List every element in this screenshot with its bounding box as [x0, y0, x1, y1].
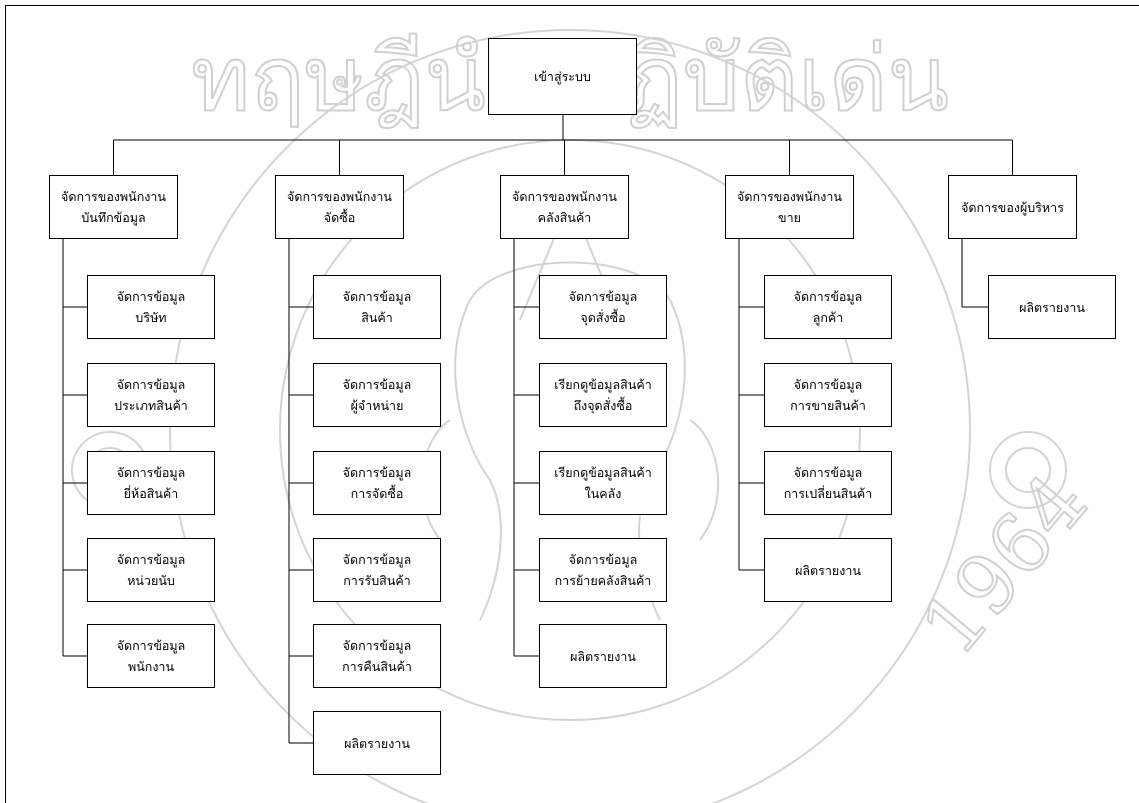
- category-box-2: จัดการของพนักงานจัดซื้อ: [275, 175, 404, 239]
- subtask-box-2-6: ผลิตรายงาน: [313, 711, 441, 775]
- category-box-4: จัดการของพนักงานขาย: [725, 175, 854, 239]
- subtask-box-2-2-line2: ผู้จำหน่าย: [350, 398, 404, 413]
- category-box-2-line2: จัดซื้อ: [323, 210, 356, 225]
- subtask-box-1-5-line2: พนักงาน: [127, 659, 174, 674]
- subtask-box-2-1-line2: สินค้า: [361, 310, 393, 325]
- subtask-box-4-4-line1: ผลิตรายงาน: [795, 562, 861, 578]
- subtask-box-4-2: จัดการข้อมูลการขายสินค้า: [764, 363, 892, 427]
- subtask-box-5-1: ผลิตรายงาน: [988, 275, 1116, 339]
- category-box-3-line1: จัดการของพนักงาน: [512, 189, 617, 204]
- category-box-2-line1: จัดการของพนักงาน: [287, 189, 392, 204]
- root-node-label: เข้าสู่ระบบ: [534, 69, 591, 84]
- subtask-box-3-4-line1: จัดการข้อมูล: [568, 552, 638, 567]
- subtask-box-3-1-line1: จัดการข้อมูล: [568, 289, 638, 304]
- subtask-box-1-1-line1: จัดการข้อมูล: [116, 289, 186, 304]
- subtask-box-2-4-line1: จัดการข้อมูล: [342, 552, 412, 567]
- category-box-3-line2: คลังสินค้า: [537, 210, 592, 225]
- category-box-1-line2: บันทึกข้อมูล: [81, 210, 146, 225]
- subtask-box-1-4: จัดการข้อมูลหน่วยนับ: [87, 538, 215, 602]
- subtask-box-2-5: จัดการข้อมูลการคืนสินค้า: [313, 624, 441, 688]
- subtask-box-3-3-line1: เรียกดูข้อมูลสินค้า: [554, 465, 652, 480]
- subtask-box-3-3: เรียกดูข้อมูลสินค้าในคลัง: [539, 451, 667, 515]
- subtask-box-1-4-line2: หน่วยนับ: [127, 573, 175, 588]
- subtask-box-2-4: จัดการข้อมูลการรับสินค้า: [313, 538, 441, 602]
- subtask-box-4-3: จัดการข้อมูลการเปลี่ยนสินค้า: [764, 451, 892, 515]
- category-box-5: จัดการของผู้บริหาร: [948, 175, 1077, 239]
- root-node-login: เข้าสู่ระบบ: [488, 38, 637, 115]
- subtask-box-4-2-line1: จัดการข้อมูล: [793, 377, 863, 392]
- subtask-box-3-3-line2: ในคลัง: [584, 486, 622, 501]
- subtask-box-2-2: จัดการข้อมูลผู้จำหน่าย: [313, 363, 441, 427]
- subtask-box-2-3-line2: การจัดซื้อ: [350, 486, 404, 501]
- subtask-box-4-1: จัดการข้อมูลลูกค้า: [764, 275, 892, 339]
- subtask-box-3-5-line1: ผลิตรายงาน: [570, 648, 636, 664]
- subtask-box-3-2: เรียกดูข้อมูลสินค้าถึงจุดสั่งซื้อ: [539, 363, 667, 427]
- subtask-box-1-2: จัดการข้อมูลประเภทสินค้า: [87, 363, 215, 427]
- subtask-box-4-3-line2: การเปลี่ยนสินค้า: [783, 486, 873, 501]
- category-box-1-line1: จัดการของพนักงาน: [61, 189, 166, 204]
- category-box-4-line1: จัดการของพนักงาน: [737, 189, 842, 204]
- subtask-box-1-1: จัดการข้อมูลบริษัท: [87, 275, 215, 339]
- subtask-box-2-4-line2: การรับสินค้า: [343, 573, 411, 588]
- subtask-box-3-2-line2: ถึงจุดสั่งซื้อ: [573, 398, 633, 413]
- subtask-box-1-3-line2: ยี่ห้อสินค้า: [123, 486, 179, 501]
- subtask-box-1-4-line1: จัดการข้อมูล: [116, 552, 186, 567]
- category-box-4-line2: ขาย: [778, 210, 801, 225]
- subtask-box-3-4: จัดการข้อมูลการย้ายคลังสินค้า: [539, 538, 667, 602]
- subtask-box-1-5-line1: จัดการข้อมูล: [116, 638, 186, 653]
- subtask-box-1-1-line2: บริษัท: [135, 310, 167, 325]
- subtask-box-1-2-line2: ประเภทสินค้า: [114, 398, 188, 413]
- subtask-box-3-1-line2: จุดสั่งซื้อ: [580, 310, 626, 325]
- subtask-box-3-5: ผลิตรายงาน: [539, 624, 667, 688]
- category-box-1: จัดการของพนักงานบันทึกข้อมูล: [49, 175, 178, 239]
- subtask-box-2-5-line1: จัดการข้อมูล: [342, 638, 412, 653]
- subtask-box-1-5: จัดการข้อมูลพนักงาน: [87, 624, 215, 688]
- category-box-5-line1: จัดการของผู้บริหาร: [961, 199, 1064, 215]
- subtask-box-4-1-line2: ลูกค้า: [812, 310, 844, 325]
- subtask-box-2-1-line1: จัดการข้อมูล: [342, 289, 412, 304]
- subtask-box-4-1-line1: จัดการข้อมูล: [793, 289, 863, 304]
- subtask-box-3-1: จัดการข้อมูลจุดสั่งซื้อ: [539, 275, 667, 339]
- subtask-box-4-3-line1: จัดการข้อมูล: [793, 465, 863, 480]
- subtask-box-3-2-line1: เรียกดูข้อมูลสินค้า: [554, 377, 652, 392]
- category-box-3: จัดการของพนักงานคลังสินค้า: [500, 175, 629, 239]
- subtask-box-3-4-line2: การย้ายคลังสินค้า: [554, 573, 652, 588]
- subtask-box-4-2-line2: การขายสินค้า: [790, 398, 866, 413]
- subtask-box-1-3-line1: จัดการข้อมูล: [116, 465, 186, 480]
- subtask-box-2-3: จัดการข้อมูลการจัดซื้อ: [313, 451, 441, 515]
- subtask-box-2-3-line1: จัดการข้อมูล: [342, 465, 412, 480]
- subtask-box-2-5-line2: การคืนสินค้า: [342, 659, 412, 674]
- subtask-box-5-1-line1: ผลิตรายงาน: [1019, 299, 1085, 315]
- subtask-box-2-6-line1: ผลิตรายงาน: [344, 735, 410, 751]
- subtask-box-4-4: ผลิตรายงาน: [764, 538, 892, 602]
- subtask-box-1-2-line1: จัดการข้อมูล: [116, 377, 186, 392]
- subtask-box-1-3: จัดการข้อมูลยี่ห้อสินค้า: [87, 451, 215, 515]
- diagram-frame: [5, 5, 1139, 803]
- subtask-box-2-2-line1: จัดการข้อมูล: [342, 377, 412, 392]
- subtask-box-2-1: จัดการข้อมูลสินค้า: [313, 275, 441, 339]
